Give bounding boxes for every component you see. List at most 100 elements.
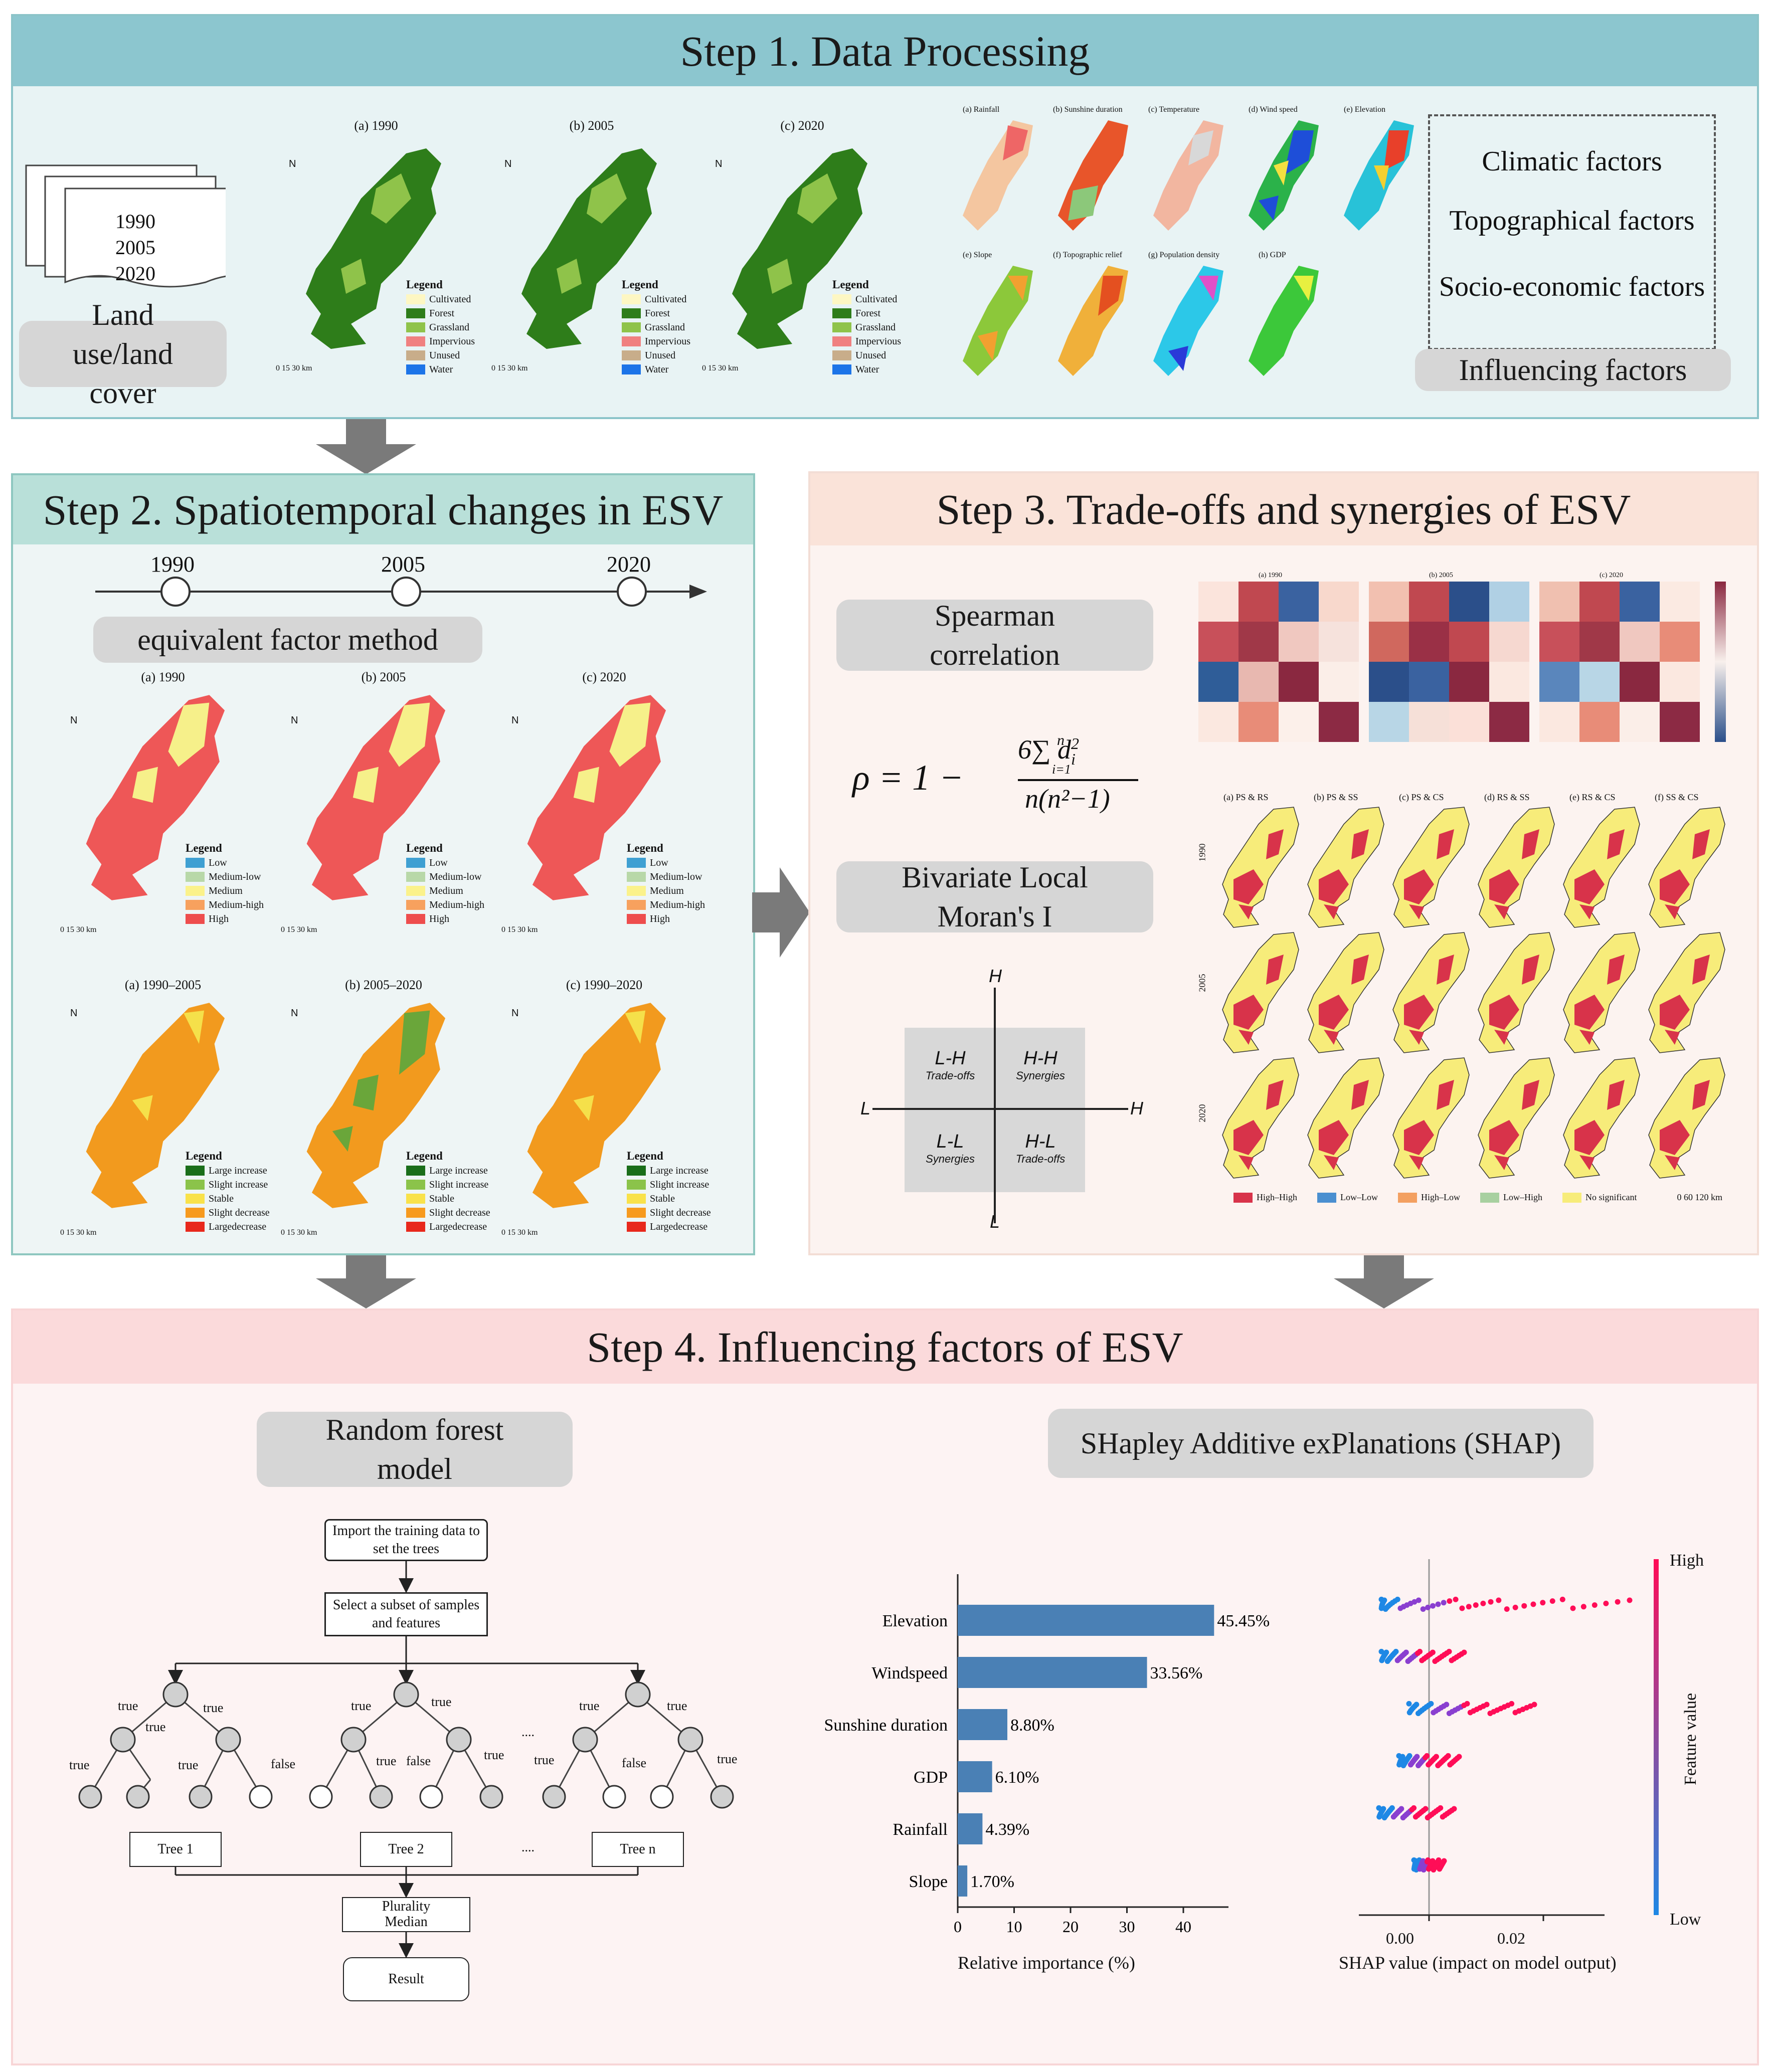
category-label: Rainfall (893, 1820, 948, 1839)
value-label: 45.45% (1217, 1612, 1270, 1630)
step4-title: Step 4. Influencing factors of ESV (13, 1310, 1757, 1384)
factor-map-population: (g) Population density (1143, 249, 1233, 394)
value-label: 4.39% (985, 1820, 1029, 1839)
quadrant-lh-code: L-H (935, 1048, 966, 1069)
shap-dot (1413, 1702, 1420, 1708)
esv-legend: Legend Low Medium-low Medium Medium-high… (406, 842, 484, 924)
shap-dot (1424, 1753, 1430, 1759)
heatmap-svg (1198, 582, 1726, 742)
shap-dot (1399, 1754, 1405, 1760)
flow-import-box: Import the training data to set the tree… (324, 1519, 488, 1561)
esv-change-map-1990-2020: (c) 1990–2020 N Legend Large increase Sl… (501, 978, 711, 1237)
value-label: 1.70% (970, 1872, 1014, 1891)
category-label: Slope (909, 1872, 948, 1891)
legend-title: Legend (832, 278, 869, 291)
importance-bar (958, 1813, 983, 1844)
lisa-map-grid: (a) PS & RS (b) PS & SS (c) PS & CS (d) … (1193, 792, 1740, 1208)
legend-impervious: Impervious (855, 336, 902, 347)
legend-forest: Forest (855, 308, 880, 319)
step1-title: Step 1. Data Processing (13, 16, 1757, 86)
legend-water: Water (855, 364, 879, 375)
flow-tree-2: Tree 2 (360, 1832, 452, 1867)
lulc-label: Land use/land cover (19, 298, 227, 410)
shap-dot (1435, 1601, 1441, 1607)
esv-change-legend: Legend Large increase Slight increase St… (627, 1150, 711, 1232)
quadrant-lh-desc: Trade-offs (925, 1069, 975, 1082)
factor-map-relief: (f) Topographic relief (1048, 249, 1138, 394)
shap-dot (1430, 1649, 1436, 1655)
esv-legend: Legend Low Medium-low Medium Medium-high… (186, 842, 264, 924)
step3-title: Step 3. Trade-offs and synergies of ESV (810, 473, 1757, 545)
shap-dot (1456, 1754, 1462, 1760)
axis-l-left: L (860, 1098, 871, 1118)
shap-dot (1398, 1806, 1404, 1812)
importance-bar (958, 1657, 1147, 1688)
factor-map-windspeed: (d) Wind speed (1239, 103, 1329, 244)
shap-tick-0: 0.00 (1386, 1929, 1414, 1947)
factor-map-rainfall: (a) Rainfall (953, 103, 1043, 244)
shap-dot (1591, 1602, 1598, 1608)
esv-change-map-2005-2020: (b) 2005–2020 N Legend Large increase Sl… (281, 978, 490, 1237)
x-tick-label: 0 (954, 1918, 962, 1936)
shap-dot (1420, 1606, 1426, 1612)
shap-dot (1417, 1648, 1423, 1654)
factor-map-elevation: (e) Elevation (1334, 103, 1424, 244)
legend-title: Legend (622, 278, 658, 291)
shap-colorbar (1654, 1559, 1659, 1915)
heatmap-title-2020: (c) 2020 (1600, 572, 1624, 579)
shap-dot (1430, 1858, 1436, 1864)
arrow-right-icon (752, 867, 810, 958)
legend-title: Legend (406, 278, 443, 291)
shap-dot (1403, 1649, 1409, 1655)
x-tick-label: 30 (1119, 1918, 1135, 1936)
arrow-down-icon (1334, 1255, 1434, 1308)
esv-change-legend: Legend Large increase Slight increase St… (406, 1150, 490, 1232)
shap-dot (1428, 1701, 1434, 1707)
lulc-map-title: (a) 1990 (354, 118, 398, 133)
influencing-factors-label: Influencing factors (1415, 349, 1731, 391)
formula-sum-top: n (1057, 732, 1065, 748)
shap-dot (1423, 1806, 1429, 1812)
x-tick-label: 20 (1063, 1918, 1079, 1936)
importance-bar (958, 1605, 1214, 1636)
factor-map-gdp: (h) GDP (1239, 249, 1329, 394)
legend-cultivated: Cultivated (855, 294, 898, 305)
formula-numerator: 6∑ d2i (1018, 734, 1079, 768)
lulc-map-2005: (b) 2005 N Legend Cultivated Forest Gras… (486, 118, 697, 384)
shap-dot (1383, 1649, 1389, 1655)
shap-dot (1438, 1805, 1444, 1811)
flow-vote-box: Plurality Median (342, 1897, 470, 1932)
shap-feature-value-label: Feature value (1681, 1692, 1700, 1786)
axis-h-top: H (989, 966, 1002, 986)
shap-tick-1: 0.02 (1497, 1929, 1525, 1947)
shap-dot (1473, 1602, 1479, 1608)
shap-dot (1393, 1648, 1399, 1654)
legend-unused: Unused (429, 350, 460, 361)
quadrant-hh-code: H-H (1023, 1048, 1057, 1069)
scale-bar: 0 15 30 km (276, 364, 312, 372)
lulc-legend: Legend Cultivated Forest Grassland Imper… (622, 279, 690, 379)
legend-water: Water (645, 364, 669, 375)
heatmap-title-2005: (b) 2005 (1429, 572, 1453, 579)
shap-dot (1464, 1701, 1470, 1707)
timeline-2005: 2005 (381, 552, 425, 577)
legend-forest: Forest (645, 308, 670, 319)
formula-denominator: n(n²−1) (1025, 784, 1110, 814)
shap-dot (1453, 1596, 1459, 1602)
shap-dot (1570, 1605, 1576, 1611)
quadrant-ll-code: L-L (936, 1131, 964, 1152)
lulc-map-title: (c) 2020 (780, 118, 824, 133)
esv-map-2020: (c) 2020 N Legend Low Medium-low Medium … (501, 670, 705, 934)
flow-result-box: Result (343, 1957, 469, 2001)
quadrant-ll-desc: Synergies (926, 1153, 975, 1165)
value-label: 33.56% (1150, 1664, 1203, 1682)
shap-dot (1488, 1599, 1494, 1605)
legend-water: Water (429, 364, 453, 375)
shap-dot (1480, 1600, 1486, 1606)
legend-unused: Unused (855, 350, 887, 361)
shap-dot (1530, 1601, 1536, 1607)
flow-tree-1: Tree 1 (129, 1832, 222, 1867)
esv-change-map-1990-2005: (a) 1990–2005 N Legend Large increase Sl… (60, 978, 270, 1237)
scale-bar: 0 15 30 km (491, 364, 528, 372)
lisa-maps-svg (1222, 807, 1725, 1179)
